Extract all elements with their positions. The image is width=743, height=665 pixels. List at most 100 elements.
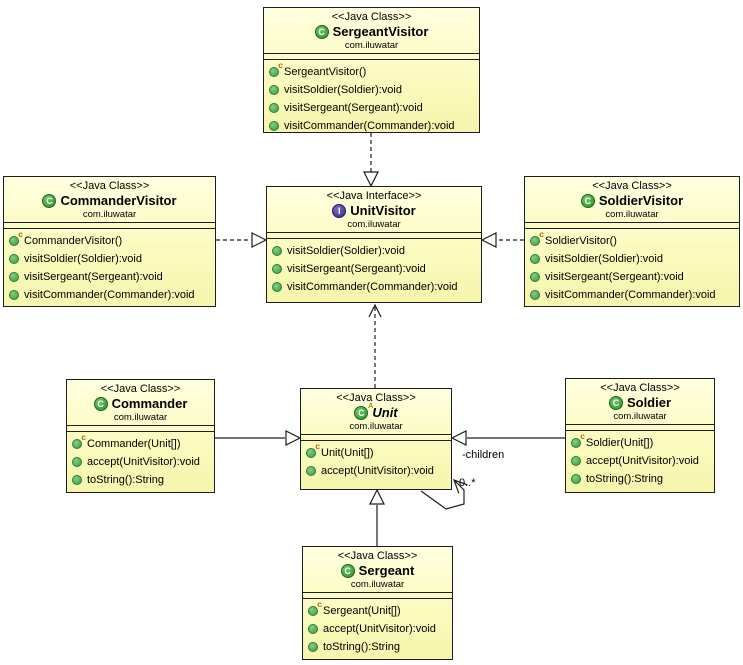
class-box-sergeantvisitor[interactable]: <<Java Class>> C SergeantVisitor com.ilu… bbox=[263, 7, 480, 133]
public-method-icon bbox=[571, 474, 581, 484]
member-label: Commander(Unit[]) bbox=[87, 438, 181, 450]
member-row: toString():String bbox=[566, 470, 714, 488]
member-row: visitCommander(Commander):void bbox=[525, 286, 739, 304]
class-name: SergeantVisitor bbox=[332, 24, 429, 39]
public-method-icon bbox=[272, 282, 282, 292]
member-label: visitSoldier(Soldier):void bbox=[24, 253, 142, 265]
public-method-icon bbox=[9, 272, 19, 282]
member-row: visitSoldier(Soldier):void bbox=[4, 250, 215, 268]
member-row: c CommanderVisitor() bbox=[4, 230, 215, 250]
member-label: accept(UnitVisitor):void bbox=[586, 455, 699, 467]
package-name: com.iluwatar bbox=[347, 219, 401, 230]
class-header: <<Java Class>> C Sergeant com.iluwatar bbox=[303, 547, 452, 593]
interface-box-unitvisitor[interactable]: <<Java Interface>> I UnitVisitor com.ilu… bbox=[266, 186, 482, 303]
public-method-icon bbox=[571, 456, 581, 466]
member-label: Unit(Unit[]) bbox=[321, 447, 374, 459]
stereotype-label: <<Java Interface>> bbox=[326, 190, 422, 202]
member-label: visitCommander(Commander):void bbox=[287, 281, 458, 293]
attributes-compartment bbox=[566, 425, 714, 431]
public-method-icon bbox=[530, 290, 540, 300]
attributes-compartment bbox=[301, 435, 451, 441]
member-label: visitCommander(Commander):void bbox=[24, 289, 195, 301]
member-label: visitSergeant(Sergeant):void bbox=[24, 271, 163, 283]
member-row: visitCommander(Commander):void bbox=[4, 286, 215, 304]
operations-compartment: c SoldierVisitor() visitSoldier(Soldier)… bbox=[525, 229, 739, 306]
member-row: toString():String bbox=[67, 471, 214, 489]
stereotype-label: <<Java Class>> bbox=[592, 180, 672, 192]
stereotype-label: <<Java Class>> bbox=[336, 392, 416, 404]
package-name: com.iluwatar bbox=[605, 209, 659, 220]
member-label: SoldierVisitor() bbox=[545, 235, 617, 247]
class-box-sergeant[interactable]: <<Java Class>> C Sergeant com.iluwatar c… bbox=[302, 546, 453, 660]
class-header: <<Java Class>> C SergeantVisitor com.ilu… bbox=[264, 8, 479, 54]
class-box-soldiervisitor[interactable]: <<Java Class>> C SoldierVisitor com.iluw… bbox=[524, 176, 740, 307]
class-box-commandervisitor[interactable]: <<Java Class>> C CommanderVisitor com.il… bbox=[3, 176, 216, 307]
public-method-icon bbox=[530, 272, 540, 282]
attributes-compartment bbox=[525, 223, 739, 229]
generalization-commander-unit bbox=[215, 430, 302, 446]
member-row: visitCommander(Commander):void bbox=[267, 278, 481, 296]
member-label: visitCommander(Commander):void bbox=[545, 289, 716, 301]
member-label: SergeantVisitor() bbox=[284, 66, 367, 78]
attributes-compartment bbox=[267, 233, 481, 239]
member-row: c SoldierVisitor() bbox=[525, 230, 739, 250]
attributes-compartment bbox=[4, 223, 215, 229]
stereotype-label: <<Java Class>> bbox=[69, 180, 150, 192]
class-header: <<Java Class>> C CommanderVisitor com.il… bbox=[4, 177, 215, 223]
member-label: toString():String bbox=[586, 473, 664, 485]
operations-compartment: c Sergeant(Unit[]) accept(UnitVisitor):v… bbox=[303, 599, 452, 658]
member-row: accept(UnitVisitor):void bbox=[301, 462, 451, 480]
class-icon: C bbox=[340, 564, 355, 578]
realization-commandervisitor-unitvisitor bbox=[216, 232, 268, 248]
abstract-marker: A bbox=[367, 401, 374, 410]
member-row: visitSoldier(Soldier):void bbox=[525, 250, 739, 268]
member-label: CommanderVisitor() bbox=[24, 235, 123, 247]
member-label: accept(UnitVisitor):void bbox=[323, 623, 436, 635]
member-label: toString():String bbox=[323, 641, 401, 653]
association-role-label: -children bbox=[462, 449, 505, 461]
member-row: c Sergeant(Unit[]) bbox=[303, 600, 452, 620]
realization-sergeantvisitor-unitvisitor bbox=[363, 133, 379, 188]
package-name: com.iluwatar bbox=[82, 209, 137, 220]
class-box-soldier[interactable]: <<Java Class>> C Soldier com.iluwatar c … bbox=[565, 378, 715, 493]
member-label: accept(UnitVisitor):void bbox=[87, 456, 200, 468]
member-row: accept(UnitVisitor):void bbox=[566, 452, 714, 470]
stereotype-label: <<Java Class>> bbox=[600, 382, 680, 394]
class-name: Sergeant bbox=[358, 563, 415, 578]
constructor-icon: c bbox=[306, 442, 320, 458]
member-row: visitSergeant(Sergeant):void bbox=[264, 99, 479, 117]
member-row: toString():String bbox=[303, 638, 452, 656]
member-label: toString():String bbox=[87, 474, 165, 486]
public-method-icon bbox=[72, 475, 82, 485]
member-row: c SergeantVisitor() bbox=[264, 61, 479, 81]
attributes-compartment bbox=[264, 54, 479, 60]
class-icon: C bbox=[608, 396, 623, 410]
package-name: com.iluwatar bbox=[344, 40, 399, 51]
member-row: visitCommander(Commander):void bbox=[264, 117, 479, 132]
public-method-icon bbox=[308, 642, 318, 652]
class-name: CommanderVisitor bbox=[60, 193, 177, 208]
public-method-icon bbox=[272, 264, 282, 274]
attributes-compartment bbox=[303, 593, 452, 599]
class-box-commander[interactable]: <<Java Class>> C Commander com.iluwatar … bbox=[66, 379, 215, 493]
constructor-icon: c bbox=[308, 600, 322, 616]
operations-compartment: c SergeantVisitor() visitSoldier(Soldier… bbox=[264, 60, 479, 132]
member-label: visitCommander(Commander):void bbox=[284, 120, 455, 132]
public-method-icon bbox=[9, 290, 19, 300]
class-name: Commander bbox=[111, 396, 188, 411]
package-name: com.iluwatar bbox=[350, 579, 405, 590]
class-name: SoldierVisitor bbox=[598, 193, 684, 208]
operations-compartment: c Soldier(Unit[]) accept(UnitVisitor):vo… bbox=[566, 431, 714, 490]
class-icon: C bbox=[93, 397, 108, 411]
constructor-icon: c bbox=[269, 61, 283, 77]
member-label: visitSoldier(Soldier):void bbox=[545, 253, 663, 265]
member-label: accept(UnitVisitor):void bbox=[321, 465, 434, 477]
attributes-compartment bbox=[67, 426, 214, 432]
class-header: <<Java Class>> C Commander com.iluwatar bbox=[67, 380, 214, 426]
member-row: visitSoldier(Soldier):void bbox=[267, 242, 481, 260]
dependency-unit-unitvisitor bbox=[368, 303, 382, 388]
public-method-icon bbox=[269, 103, 279, 113]
association-multiplicity-label: 0..* bbox=[459, 477, 476, 489]
